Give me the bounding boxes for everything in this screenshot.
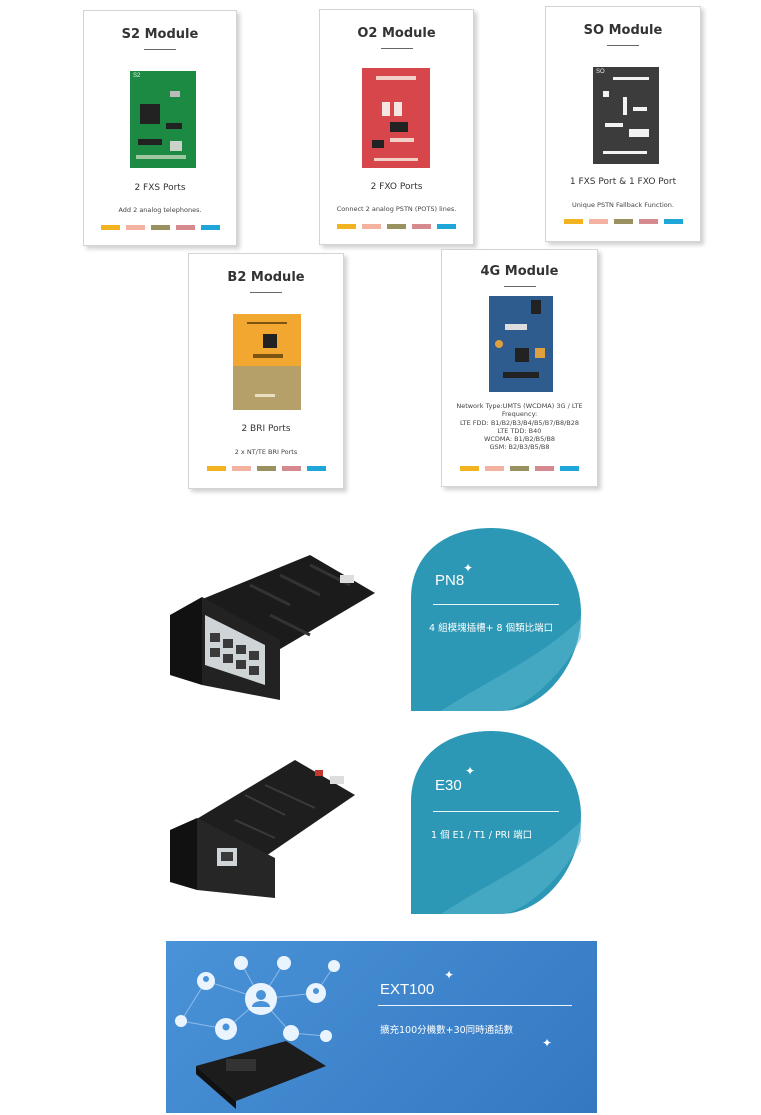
ports-label: 2 FXS Ports — [134, 183, 186, 193]
card-title: B2 Module — [227, 270, 305, 285]
title-divider — [607, 45, 639, 46]
card-title: 4G Module — [480, 264, 559, 279]
b2-module-card: B2 Module 2 BRI Ports 2 x NT/TE BRI Port… — [188, 253, 344, 489]
module-description: 2 x NT/TE BRI Ports — [234, 448, 298, 456]
swatch-pink — [535, 466, 554, 471]
sparkle-icon: ✦ — [542, 1036, 553, 1050]
e30-description: 1 個 E1 / T1 / PRI 端口 — [431, 830, 533, 841]
4g-board-image — [489, 296, 553, 392]
ports-label: 1 FXS Port & 1 FXO Port — [569, 177, 677, 187]
swatch-yellow — [563, 219, 583, 224]
swatch-peach — [362, 224, 381, 229]
module-description: Connect 2 analog PSTN (POTS) lines. — [336, 205, 457, 213]
board-label: S2 — [133, 73, 141, 79]
spec-lte-fdd: LTE FDD: B1/B2/B3/B4/B5/B7/B8/B28 — [459, 418, 580, 427]
title-divider — [380, 48, 413, 49]
swatch-blue — [306, 466, 326, 471]
swatch-peach — [231, 466, 251, 471]
spec-network-type: Network Type:UMTS (WCDMA) 3G / LTE — [456, 402, 583, 410]
sparkle-icon: ✦ — [463, 561, 474, 575]
spec-lte-tdd: LTE TDD: B40 — [497, 426, 542, 435]
e30-card-image — [170, 760, 355, 898]
card-title: O2 Module — [357, 26, 436, 41]
swatch-yellow — [460, 466, 479, 471]
board-label: SO — [596, 69, 605, 75]
ports-label: 2 FXO Ports — [370, 182, 423, 192]
swatch-peach — [588, 219, 608, 224]
o2-module-card: O2 Module 2 FXO Ports Connect 2 analog P… — [319, 9, 474, 245]
color-swatches — [442, 466, 597, 471]
color-swatches — [546, 219, 700, 224]
ext100-title: EXT100 — [380, 981, 435, 998]
title-underline — [433, 604, 559, 605]
o2-board-image — [362, 68, 430, 168]
swatch-olive — [150, 225, 170, 230]
e30-title: E30 — [435, 777, 462, 794]
pn8-title: PN8 — [435, 572, 465, 589]
color-swatches — [320, 224, 473, 229]
swatch-yellow — [206, 466, 226, 471]
e30-info-blob: ✦ E30 1 個 E1 / T1 / PRI 端口 — [411, 731, 581, 914]
swatch-pink — [281, 466, 301, 471]
swatch-peach — [125, 225, 145, 230]
swatch-yellow — [100, 225, 120, 230]
swatch-olive — [387, 224, 406, 229]
swatch-blue — [437, 224, 456, 229]
swatch-pink — [638, 219, 658, 224]
title-divider — [144, 49, 176, 50]
title-divider — [250, 292, 282, 293]
swatch-olive — [510, 466, 529, 471]
title-underline — [378, 1005, 572, 1006]
spec-wcdma: WCDMA: B1/B2/B5/B8 — [483, 435, 556, 444]
module-description: Unique PSTN Fallback Function. — [572, 201, 674, 209]
swatch-pink — [412, 224, 431, 229]
ext100-description: 擴充100分機數+30同時通話數 — [380, 1025, 514, 1036]
pn8-card-image — [170, 555, 375, 700]
swatch-pink — [175, 225, 195, 230]
s2-board-image: S2 — [130, 71, 196, 168]
so-module-card: SO Module SO 1 FXS Port & 1 FXO Port Uni… — [545, 6, 701, 242]
4g-module-card: 4G Module Network Type:UMTS (WCDMA) 3G /… — [441, 249, 598, 487]
spec-frequency-label: Frequency: — [501, 410, 538, 419]
s2-module-card: S2 Module S2 2 FXS Ports Add 2 analog te… — [83, 10, 237, 246]
swatch-olive — [613, 219, 633, 224]
sparkle-icon: ✦ — [444, 968, 455, 982]
pn8-info-blob: ✦ PN8 4 組模塊插槽+ 8 個類比端口 — [411, 528, 581, 711]
card-title: S2 Module — [121, 27, 199, 42]
network-spec-block: Network Type:UMTS (WCDMA) 3G / LTE Frequ… — [442, 402, 597, 452]
spec-gsm: GSM: B2/B3/B5/B8 — [489, 443, 550, 452]
swatch-peach — [485, 466, 504, 471]
swatch-olive — [256, 466, 276, 471]
user-network-icon — [175, 956, 340, 1109]
module-description: Add 2 analog telephones. — [118, 206, 202, 214]
color-swatches — [189, 466, 343, 471]
title-underline — [433, 811, 559, 812]
ext100-banner: ✦ ✦ EXT100 擴充100分機數+30同時通話數 — [166, 941, 597, 1113]
swatch-blue — [560, 466, 579, 471]
so-board-image: SO — [593, 67, 659, 164]
pn8-description: 4 組模塊插槽+ 8 個類比端口 — [429, 623, 554, 634]
swatch-yellow — [337, 224, 356, 229]
b2-board-image — [233, 314, 301, 410]
swatch-blue — [200, 225, 220, 230]
ports-label: 2 BRI Ports — [241, 424, 291, 434]
color-swatches — [84, 225, 236, 230]
sparkle-icon: ✦ — [465, 764, 476, 778]
title-divider — [503, 286, 536, 287]
swatch-blue — [663, 219, 683, 224]
card-title: SO Module — [583, 23, 663, 38]
